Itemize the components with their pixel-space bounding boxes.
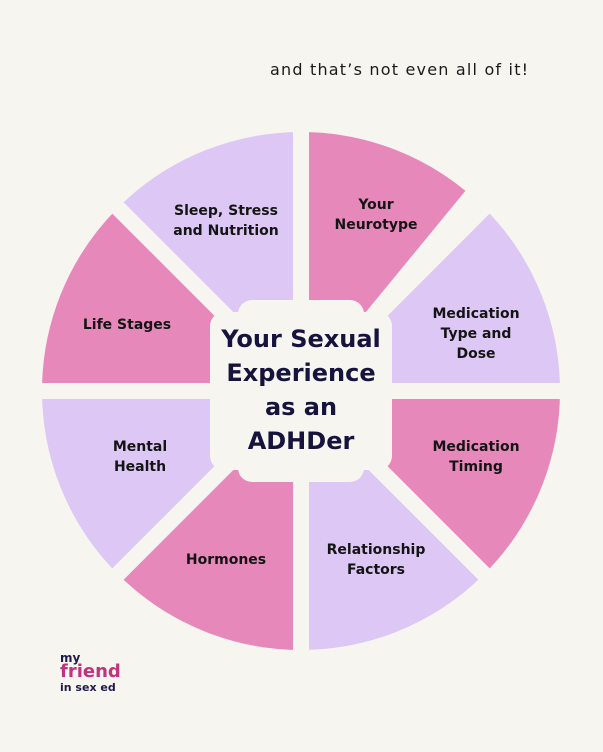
label-medication-timing: Medication Timing xyxy=(432,439,520,475)
brand-logo: my friend in sex ed xyxy=(60,652,121,693)
label-relationship: Relationship Factors xyxy=(326,542,426,578)
center-title: Your Sexual Experience as an ADHDer xyxy=(221,325,381,455)
logo-line-1: my xyxy=(60,651,81,665)
label-mental-health: Mental Health xyxy=(112,439,168,475)
label-hormones: Hormones xyxy=(185,552,267,568)
label-sleep: Sleep, Stress and Nutrition xyxy=(173,203,279,239)
logo-line-2: friend xyxy=(60,661,121,682)
tagline: and that’s not even all of it! xyxy=(270,60,530,79)
label-your-neurotype: Your Neurotype xyxy=(334,197,418,233)
label-life-stages: Life Stages xyxy=(82,317,172,333)
label-medication-type: Medication Type and Dose xyxy=(432,306,520,362)
logo-line-3: in sex ed xyxy=(60,681,116,694)
